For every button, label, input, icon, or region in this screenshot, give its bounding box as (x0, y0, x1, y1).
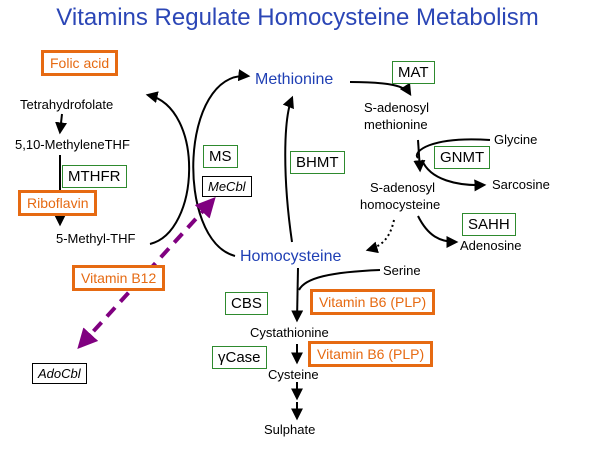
arrow-serine-join (298, 269, 381, 291)
arrow-sah-to-adenosine (417, 215, 459, 248)
homocysteine-label: Homocysteine (240, 248, 342, 265)
methylene-thf-label: 5,10-MethyleneTHF (15, 137, 130, 152)
mthfr-enzyme: MTHFR (62, 165, 127, 188)
b12-dashed-arrow (77, 197, 216, 349)
arrow-thf-to-methylene (55, 113, 68, 135)
glycine-label: Glycine (494, 132, 538, 147)
mecbl-cofactor: MeCbl (202, 176, 252, 197)
mat-enzyme: MAT (392, 61, 435, 84)
sahh-enzyme: SAHH (462, 213, 516, 236)
sulphate-label: Sulphate (264, 422, 316, 437)
arrow-glycine-branch (415, 138, 491, 159)
vitamin-b6-gcase: Vitamin B6 (PLP) (308, 341, 434, 367)
serine-label: Serine (383, 263, 421, 278)
adocbl-cofactor: AdoCbl (32, 363, 87, 384)
sam-label-line2: methionine (364, 117, 428, 132)
sah-label-line1: S-adenosyl (370, 180, 436, 195)
cysteine-label: Cysteine (268, 367, 319, 382)
cbs-enzyme: CBS (225, 292, 268, 315)
methionine-label: Methionine (255, 71, 334, 88)
arrow-methionine-to-sam (349, 81, 412, 97)
gnmt-enzyme: GNMT (434, 146, 491, 169)
methyl-thf-label: 5-Methyl-THF (56, 231, 136, 246)
arrow-hcy-to-cystathionine (291, 267, 304, 323)
vitamin-b12: Vitamin B12 (72, 265, 166, 291)
arrow-ms-to-thf (145, 91, 191, 245)
sah-label-line2: homocysteine (360, 197, 441, 212)
vitamin-b6-cbs: Vitamin B6 (PLP) (310, 289, 436, 315)
tetrahydrofolate-label: Tetrahydrofolate (20, 97, 114, 112)
arrow-to-sarcosine (421, 159, 487, 192)
adenosine-label: Adenosine (460, 238, 522, 253)
arrow-sam-to-sah (413, 139, 426, 173)
sam-label-line1: S-adenosyl (364, 100, 430, 115)
cystathionine-label: Cystathionine (250, 325, 329, 340)
bhmt-enzyme: BHMT (290, 151, 345, 174)
arrow-bhmt (282, 95, 294, 243)
gamma-case-enzyme: γCase (212, 346, 267, 369)
sarcosine-label: Sarcosine (492, 177, 550, 192)
riboflavin-vitamin: Riboflavin (18, 190, 98, 216)
ms-enzyme: MS (203, 145, 238, 168)
folic-acid-vitamin: Folic acid (41, 50, 119, 76)
arrow-sah-to-hcy (365, 219, 395, 254)
page-title: Vitamins Regulate Homocysteine Metabolis… (56, 4, 539, 31)
